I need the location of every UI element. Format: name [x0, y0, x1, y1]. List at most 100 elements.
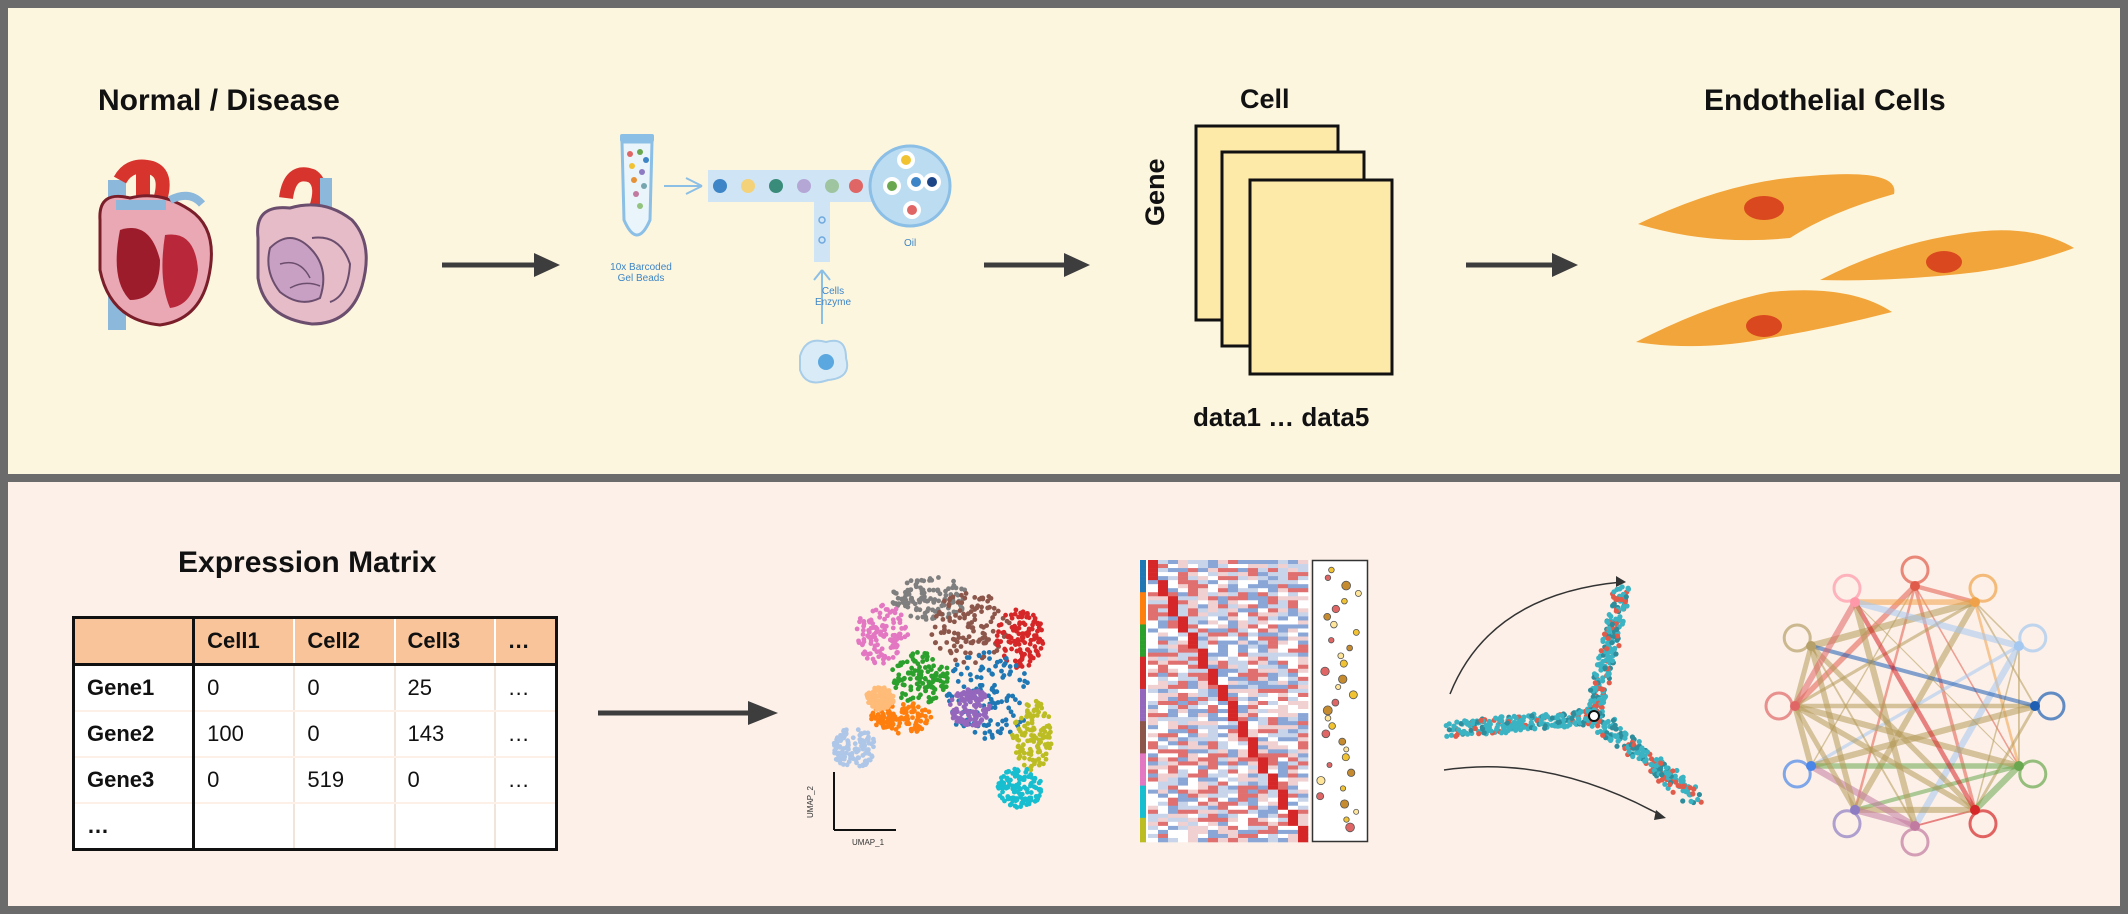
heatmap-cell	[1248, 809, 1259, 815]
heatmap-cell	[1258, 805, 1269, 811]
heatmap-cell	[1258, 813, 1269, 819]
matrix-cell: 0	[193, 757, 296, 804]
heatmap-cell	[1208, 809, 1219, 815]
umap-point	[1017, 621, 1022, 627]
umap-point	[886, 688, 892, 693]
umap-point	[986, 722, 992, 728]
heatmap-cell	[1288, 692, 1299, 698]
heatmap-cell	[1248, 588, 1259, 593]
heatmap-cell	[1178, 801, 1189, 807]
heatmap-cell	[1188, 580, 1199, 585]
heatmap-cell	[1218, 713, 1229, 718]
matrix-header-cell	[73, 617, 196, 666]
umap-point	[894, 681, 900, 687]
heatmap-cell	[1208, 825, 1219, 831]
network-edge	[1912, 644, 2022, 828]
heatmap-cell	[1148, 632, 1159, 637]
heatmap-cell	[1228, 584, 1239, 589]
heatmap-cell	[1208, 644, 1219, 649]
umap-point	[1038, 728, 1044, 733]
umap-point	[926, 709, 932, 715]
heatmap-cell	[1218, 701, 1229, 706]
heatmap-cell	[1238, 785, 1249, 790]
umap-point	[1008, 709, 1014, 715]
umap-point	[881, 660, 886, 666]
umap-point	[937, 645, 943, 651]
heatmap-cell	[1298, 729, 1309, 734]
network-edge	[1851, 601, 1919, 827]
heatmap-cell	[1278, 688, 1289, 694]
heatmap-cell	[1208, 833, 1219, 839]
heatmap-cell	[1228, 753, 1239, 758]
heatmap-cell	[1198, 592, 1209, 597]
heatmap-cell	[1178, 805, 1189, 811]
heatmap-cell	[1218, 733, 1229, 738]
heatmap-cell	[1158, 652, 1169, 657]
heatmap-annotation-cell	[1140, 721, 1146, 726]
heatmap-cell	[1158, 640, 1169, 645]
heatmap-cell	[1218, 564, 1229, 569]
heatmap-cell	[1188, 797, 1199, 803]
trajectory-point	[1582, 716, 1589, 722]
heatmap-cell	[1168, 785, 1179, 790]
heatmap-cell	[1248, 612, 1259, 617]
heatmap-annotation-cell	[1140, 680, 1146, 686]
heatmap-cell	[1148, 813, 1159, 819]
heatmap-cell	[1168, 620, 1179, 625]
heatmap-cell	[1298, 829, 1309, 835]
umap-point	[1021, 750, 1027, 756]
heatmap-cell	[1158, 713, 1169, 718]
heatmap-cell	[1268, 729, 1279, 734]
umap-point	[875, 685, 881, 691]
trajectory-point	[1560, 717, 1567, 723]
heatmap-cell	[1148, 620, 1159, 625]
umap-point	[899, 709, 905, 715]
heatmap-cell	[1258, 676, 1269, 682]
dot-point	[1322, 705, 1333, 716]
heatmap-cell	[1278, 821, 1289, 827]
matrix-header-cell: Cell1	[193, 617, 296, 666]
heatmap-cell	[1188, 713, 1199, 718]
heatmap-cell	[1268, 805, 1279, 811]
heatmap-cell	[1208, 684, 1219, 690]
heatmap-cell	[1238, 821, 1249, 827]
umap-point	[1001, 673, 1007, 678]
umap-point	[932, 640, 938, 646]
heatmap-cell	[1298, 604, 1309, 609]
trajectory-point	[1688, 798, 1694, 805]
heatmap-cell	[1238, 600, 1249, 605]
heatmap-cell	[1248, 777, 1259, 782]
heatmap-cell	[1148, 600, 1159, 605]
heatmap-cell	[1188, 680, 1199, 686]
heatmap-cell	[1148, 592, 1159, 597]
network-edge	[1809, 763, 1917, 829]
trajectory-point	[1612, 733, 1618, 739]
heatmap-cell	[1228, 580, 1239, 585]
heatmap-cell	[1278, 781, 1289, 786]
umap-point	[913, 584, 919, 590]
dot-point	[1335, 684, 1342, 690]
heatmap-cell	[1158, 620, 1169, 625]
heatmap-annotation-cell	[1140, 640, 1146, 645]
heatmap-cell	[1148, 793, 1159, 798]
heatmap-cell	[1298, 793, 1309, 798]
heatmap-cell	[1258, 817, 1269, 823]
umap-point	[893, 685, 899, 691]
umap-point	[1020, 631, 1025, 637]
heatmap-cell	[1168, 672, 1179, 678]
trajectory-point	[1623, 594, 1629, 600]
dot-point	[1353, 808, 1360, 815]
expression-matrix-label: Expression Matrix	[178, 546, 437, 579]
umap-point	[936, 598, 942, 604]
network-edge	[1810, 645, 1916, 827]
heatmap-cell	[1268, 721, 1279, 726]
heatmap-cell	[1188, 721, 1199, 726]
heatmap-cell	[1258, 793, 1269, 798]
heatmap-cell	[1188, 701, 1199, 706]
heatmap-cell	[1158, 729, 1169, 734]
umap-point	[873, 637, 879, 643]
heatmap-cell	[1158, 592, 1169, 597]
heatmap-cell	[1208, 688, 1219, 694]
heatmap-cell	[1298, 725, 1309, 730]
heatmap-cell	[1148, 580, 1159, 585]
